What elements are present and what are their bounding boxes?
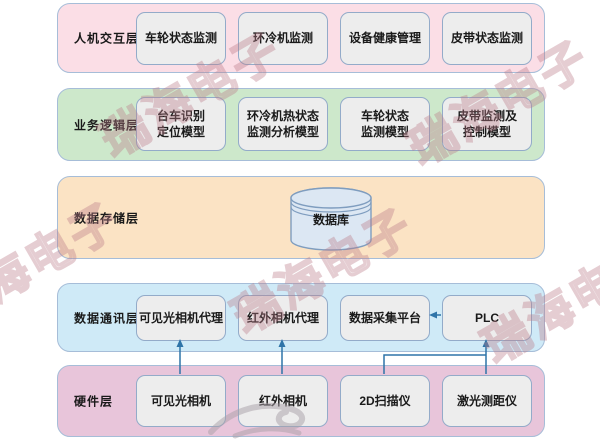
node-data-acquisition-platform: 数据采集平台 (340, 295, 430, 341)
layer-data-storage: 数据存储层 数据库 (57, 176, 545, 259)
database-cylinder-icon (290, 187, 372, 251)
node-belt-status-monitoring: 皮带状态监测 (442, 12, 532, 65)
node-2d-scanner: 2D扫描仪 (340, 375, 430, 427)
node-cooler-thermal-analysis-model: 环冷机热状态 监测分析模型 (238, 97, 328, 151)
layer-data-storage-label: 数据存储层 (74, 211, 140, 225)
node-belt-control-model: 皮带监测及 控制模型 (442, 97, 532, 151)
node-infrared-camera: 红外相机 (238, 375, 328, 427)
layer-business-logic-label: 业务逻辑层 (74, 118, 140, 132)
database-cylinder: 数据库 (289, 185, 373, 253)
layer-data-communication: 数据通讯层 可见光相机代理 红外相机代理 数据采集平台 PLC (57, 283, 545, 352)
node-plc: PLC (442, 295, 532, 341)
node-infrared-camera-agent: 红外相机代理 (238, 295, 328, 341)
layer-hardware-label: 硬件层 (74, 394, 114, 409)
layer-business-logic: 业务逻辑层 台车识别 定位模型 环冷机热状态 监测分析模型 车轮状态 监测模型 … (57, 88, 545, 161)
layer-hardware: 硬件层 可见光相机 红外相机 2D扫描仪 激光测距仪 (57, 365, 545, 437)
node-laser-rangefinder: 激光测距仪 (442, 375, 532, 427)
database-label: 数据库 (312, 213, 349, 227)
node-wheel-status-monitoring: 车轮状态监测 (136, 12, 226, 65)
node-visible-camera: 可见光相机 (136, 375, 226, 427)
node-equipment-health-management: 设备健康管理 (340, 12, 430, 65)
layer-hmi: 人机交互层 车轮状态监测 环冷机监测 设备健康管理 皮带状态监测 (57, 3, 545, 73)
layer-data-communication-label: 数据通讯层 (74, 311, 140, 325)
node-wheel-status-model: 车轮状态 监测模型 (340, 97, 430, 151)
node-annular-cooler-monitoring: 环冷机监测 (238, 12, 328, 65)
node-trolley-identification-model: 台车识别 定位模型 (136, 97, 226, 151)
node-visible-camera-agent: 可见光相机代理 (136, 295, 226, 341)
layer-hmi-label: 人机交互层 (74, 31, 140, 46)
